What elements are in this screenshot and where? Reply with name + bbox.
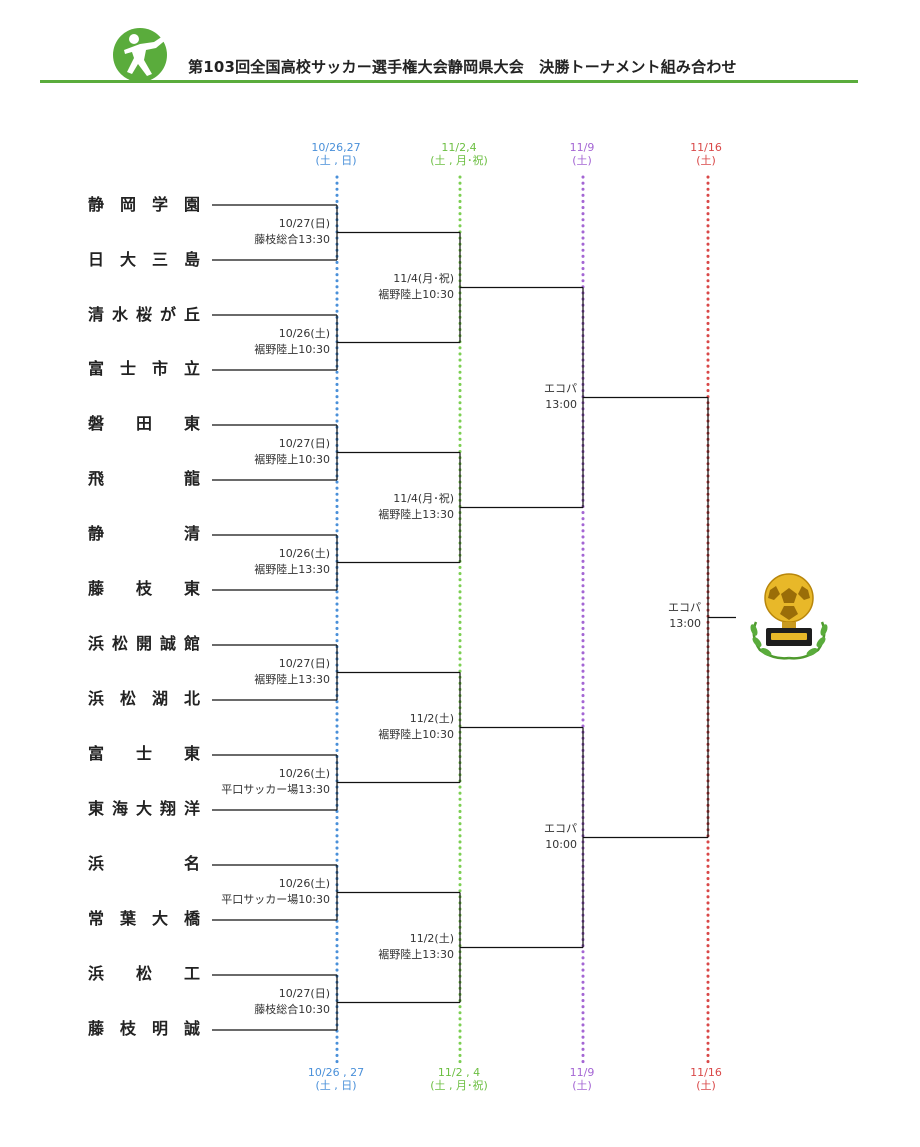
round-3-date-top: 11/9 (土) (522, 141, 642, 167)
round-day: (土 , 月･祝) (430, 154, 488, 167)
round-date: 11/9 (569, 141, 595, 154)
trophy-icon (750, 573, 828, 660)
round-1-date-top: 10/26,27 (土 , 日) (276, 141, 396, 167)
team-name: 清水桜が丘 (88, 305, 200, 324)
round-4-date-top: 11/16 (土) (646, 141, 766, 167)
round-date: 10/26 , 27 (307, 1066, 365, 1079)
team-name: 静岡学園 (88, 195, 200, 214)
round1-match-label: 10/27(日)裾野陸上13:30 (254, 657, 330, 686)
team-name: 浜松工 (88, 964, 200, 983)
round-date: 11/9 (569, 1066, 595, 1079)
team-name: 富士市立 (88, 359, 200, 378)
round1-match-label: 10/27(日)藤枝総合13:30 (254, 217, 330, 246)
round1-match-label: 10/26(土)平口サッカー場13:30 (221, 767, 330, 796)
round1-match-label: 10/26(土)裾野陸上13:30 (254, 547, 330, 576)
round-date: 11/2,4 (441, 141, 477, 154)
round1-match-label: 10/27(日)裾野陸上10:30 (254, 437, 330, 466)
round2-match-label: 11/4(月･祝)裾野陸上13:30 (378, 492, 454, 521)
round-day: (土) (572, 1079, 592, 1092)
round-1-date-bottom: 10/26 , 27 (土 , 日) (276, 1066, 396, 1092)
team-name: 日大三島 (88, 250, 200, 269)
team-name: 富士東 (88, 744, 200, 763)
team-name: 浜松湖北 (88, 689, 200, 708)
team-name: 東海大翔洋 (88, 799, 200, 818)
page-title: 第103回全国高校サッカー選手権大会静岡県大会 決勝トーナメント組み合わせ (188, 58, 737, 76)
round2-match-label: 11/2(土)裾野陸上10:30 (378, 712, 454, 741)
round-2-date-bottom: 11/2 , 4 (土 , 月･祝) (399, 1066, 519, 1092)
round-date: 11/2 , 4 (437, 1066, 481, 1079)
round-day: (土) (696, 154, 716, 167)
round-2-date-top: 11/2,4 (土 , 月･祝) (399, 141, 519, 167)
header-rule (40, 80, 858, 83)
team-name: 藤枝東 (88, 579, 200, 598)
round-day: (土) (696, 1079, 716, 1092)
team-name: 飛龍 (88, 469, 200, 488)
round-day: (土 , 日) (315, 1079, 357, 1092)
round2-match-label: 11/4(月･祝)裾野陸上10:30 (378, 272, 454, 301)
round1-match-label: 10/26(土)平口サッカー場10:30 (221, 877, 330, 906)
round-date: 11/16 (690, 1066, 722, 1079)
team-name: 浜松開誠館 (88, 634, 200, 653)
round1-match-label: 10/27(日)藤枝総合10:30 (254, 987, 330, 1016)
round-4-date-bottom: 11/16 (土) (646, 1066, 766, 1092)
team-name: 藤枝明誠 (88, 1019, 200, 1038)
round-day: (土 , 月･祝) (430, 1079, 488, 1092)
round-day: (土) (572, 154, 592, 167)
team-name: 常葉大橋 (88, 909, 200, 928)
round-date: 10/26,27 (311, 141, 361, 154)
round-day: (土 , 日) (315, 154, 357, 167)
round2-match-label: 11/2(土)裾野陸上13:30 (378, 932, 454, 961)
team-name: 静清 (88, 524, 200, 543)
header: 第103回全国高校サッカー選手権大会静岡県大会 決勝トーナメント組み合わせ (0, 0, 920, 90)
round-date: 11/16 (690, 141, 722, 154)
team-name: 浜名 (88, 854, 200, 873)
team-name: 磐田東 (88, 414, 200, 433)
round1-match-label: 10/26(土)裾野陸上10:30 (254, 327, 330, 356)
soccer-player-logo-icon (113, 28, 168, 82)
round-3-date-bottom: 11/9 (土) (522, 1066, 642, 1092)
